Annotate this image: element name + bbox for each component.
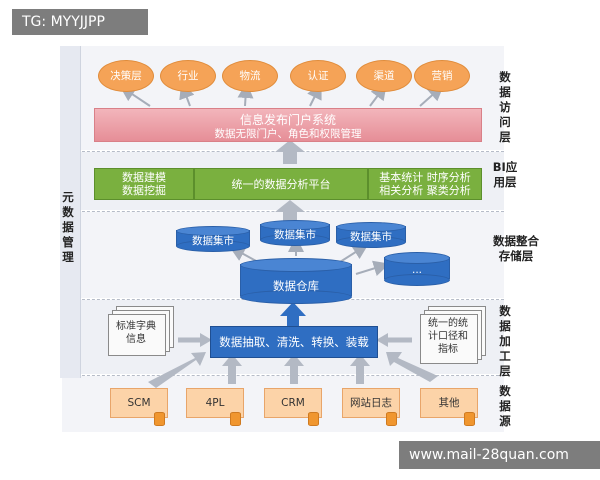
layer-label-access: 数据访问层 [499,70,511,144]
portal-to-access-arrows [119,82,444,107]
metadata-column [60,46,81,378]
access-oval-channel: 渠道 [356,60,412,92]
database-icon [464,412,475,426]
data-mart-1-label: 数据集市 [192,235,234,247]
bi-analysis-box: 基本统计 时序分析 相关分析 聚类分析 [368,168,482,200]
data-mart-3: 数据集市 [336,222,406,248]
source-up-arrows [148,352,438,388]
data-mart-2: 数据集市 [260,220,330,246]
data-warehouse: 数据仓库 [240,258,352,304]
big-up-arrows [275,140,305,222]
database-icon [154,412,165,426]
right-doc-line-3: 指标 [438,344,458,355]
access-oval-decision: 决策层 [98,60,154,92]
bi-left-line-2: 数据挖掘 [122,184,166,197]
layer-label-source: 数据源 [499,384,511,428]
portal-title: 信息发布门户系统 [239,113,336,127]
data-mart-2-label: 数据集市 [274,229,316,241]
standard-dictionary-label: 标准字典 信息 [108,320,164,346]
portal-box: 信息发布门户系统 数据无限门户、角色和权限管理 [94,108,482,142]
data-mart-extra: ... [384,252,450,286]
etl-box: 数据抽取、清洗、转换、装载 [210,326,378,358]
data-mart-3-label: 数据集市 [350,231,392,243]
right-doc-line-1: 统一的统 [428,318,468,329]
bottom-watermark: www.mail-28quan.com [399,441,600,469]
access-oval-logistics: 物流 [222,60,278,92]
data-mart-extra-label: ... [411,264,422,276]
data-warehouse-label: 数据仓库 [273,279,319,293]
layer-label-processing: 数据加工层 [499,304,511,378]
left-doc-line-2: 信息 [126,334,146,345]
database-icon [386,412,397,426]
access-oval-certification: 认证 [290,60,346,92]
layer-label-storage: 数据整合存储层 [493,234,539,263]
right-doc-line-2: 计口径和 [428,331,468,342]
unified-metrics-doc [420,314,478,364]
top-watermark: TG: MYYJJPP [12,9,148,35]
separator [62,375,504,376]
access-oval-industry: 行业 [160,60,216,92]
data-mart-1: 数据集市 [176,226,250,252]
bi-right-line-2: 相关分析 聚类分析 [379,184,471,197]
left-doc-line-1: 标准字典 [116,321,156,332]
standard-dictionary-doc [108,314,166,356]
bi-modeling-box: 数据建模 数据挖掘 [94,168,194,200]
bi-right-line-1: 基本统计 时序分析 [379,171,471,184]
access-oval-marketing: 营销 [414,60,470,92]
bi-left-line-1: 数据建模 [122,171,166,184]
unified-metrics-label: 统一的统 计口径和 指标 [420,317,476,356]
portal-subtitle: 数据无限门户、角色和权限管理 [214,128,362,140]
database-icon [308,412,319,426]
layer-label-bi: BI应用层 [492,160,518,189]
metadata-label: 元数据管理 [62,190,74,264]
database-icon [230,412,241,426]
etl-up-arrow [280,302,306,326]
bi-platform-box: 统一的数据分析平台 [194,168,368,200]
